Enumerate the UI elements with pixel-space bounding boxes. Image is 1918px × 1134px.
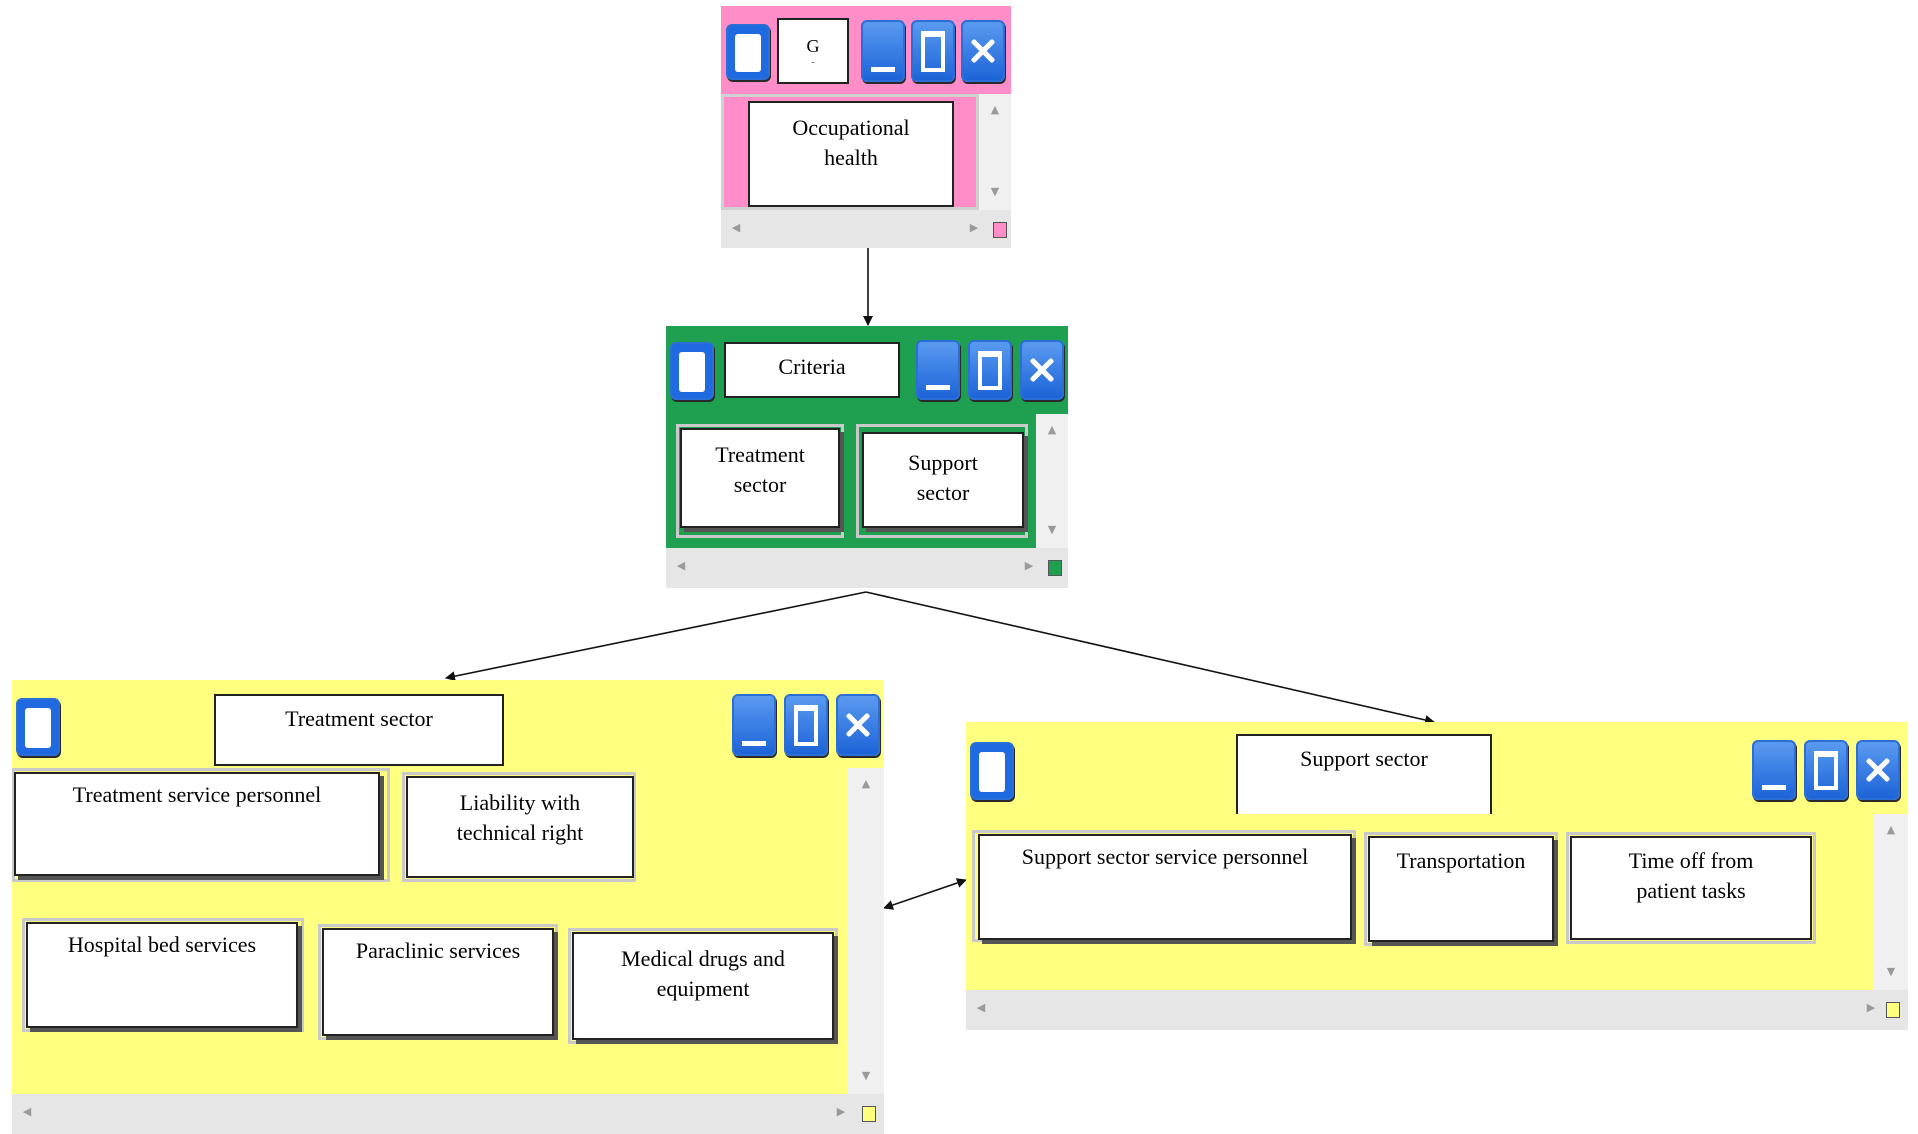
vertical-scrollbar[interactable]: ▲ ▼ <box>1036 414 1068 548</box>
scroll-right-arrow[interactable]: ▶ <box>1024 559 1034 572</box>
window-icon[interactable] <box>670 342 714 400</box>
window-content: Occupational health <box>721 94 979 210</box>
scroll-left-arrow[interactable]: ◀ <box>731 221 741 234</box>
window-title-bar[interactable]: Treatment sector <box>12 680 884 768</box>
node-liability-technical-right[interactable]: Liability with technical right <box>406 776 634 878</box>
scroll-left-arrow[interactable]: ◀ <box>976 1001 986 1014</box>
node-frame <box>12 768 390 882</box>
support-sector-window: Support sector Support sector service pe… <box>966 722 1908 1030</box>
resize-grip[interactable] <box>993 222 1007 238</box>
node-treatment-sector[interactable]: Treatment sector <box>680 428 840 528</box>
node-medical-drugs-equipment[interactable]: Medical drugs and equipment <box>572 932 834 1040</box>
window-title: Criteria <box>778 354 846 379</box>
minimize-icon[interactable] <box>1752 740 1796 800</box>
scroll-up-arrow[interactable]: ▲ <box>990 103 1000 116</box>
minimize-icon[interactable] <box>732 694 776 756</box>
node-frame <box>22 918 304 1032</box>
horizontal-scrollbar[interactable]: ◀ ▶ <box>721 210 1011 248</box>
vertical-scrollbar[interactable]: ▲ ▼ <box>848 768 884 1094</box>
scroll-left-arrow[interactable]: ◀ <box>22 1105 32 1118</box>
arrow-criteria-to-support <box>865 591 1435 725</box>
scroll-up-arrow[interactable]: ▲ <box>861 777 871 790</box>
window-icon[interactable] <box>16 698 60 756</box>
window-title-sub: - <box>811 57 815 68</box>
vertical-scrollbar[interactable]: ▲ ▼ <box>979 94 1011 210</box>
window-icon[interactable] <box>970 742 1014 800</box>
node-frame <box>972 830 1356 942</box>
scroll-up-arrow[interactable]: ▲ <box>1886 823 1896 836</box>
close-icon[interactable] <box>836 694 880 756</box>
scroll-right-arrow[interactable]: ▶ <box>1866 1001 1876 1014</box>
maximize-icon[interactable] <box>968 340 1012 400</box>
window-title: Support sector <box>1300 746 1428 771</box>
vertical-scrollbar[interactable]: ▲ ▼ <box>1874 814 1908 990</box>
node-transportation[interactable]: Transportation <box>1368 836 1554 942</box>
scroll-right-arrow[interactable]: ▶ <box>836 1105 846 1118</box>
node-frame <box>676 424 844 538</box>
close-icon[interactable] <box>1856 740 1900 800</box>
window-title-box: G - <box>777 18 849 84</box>
window-title-box: Criteria <box>724 342 900 398</box>
maximize-icon[interactable] <box>784 694 828 756</box>
window-icon[interactable] <box>726 24 770 80</box>
horizontal-scrollbar[interactable]: ◀ ▶ <box>966 990 1908 1030</box>
scroll-up-arrow[interactable]: ▲ <box>1047 423 1057 436</box>
arrow-treatment-support-link <box>883 878 967 910</box>
occupational-health-window: G - Occupational health ▲ ▼ ◀ ▶ <box>721 6 1011 248</box>
scroll-down-arrow[interactable]: ▼ <box>861 1069 871 1082</box>
node-support-sector-service-personnel[interactable]: Support sector service personnel <box>978 834 1352 940</box>
window-content: Treatment sector Support sector <box>666 414 1036 548</box>
window-title-bar[interactable]: Criteria <box>666 326 1068 414</box>
close-icon[interactable] <box>961 20 1005 82</box>
window-content: Treatment service personnel Liability wi… <box>12 768 848 1094</box>
resize-grip[interactable] <box>862 1106 876 1122</box>
node-frame <box>402 772 636 882</box>
node-time-off-patient-tasks[interactable]: Time off from patient tasks <box>1570 836 1812 940</box>
node-frame <box>568 928 838 1044</box>
window-title: Treatment sector <box>285 706 433 731</box>
node-frame <box>318 924 558 1040</box>
node-treatment-service-personnel[interactable]: Treatment service personnel <box>14 772 380 876</box>
resize-grip[interactable] <box>1886 1002 1900 1018</box>
minimize-icon[interactable] <box>861 20 905 82</box>
scroll-down-arrow[interactable]: ▼ <box>1886 965 1896 978</box>
minimize-icon[interactable] <box>916 340 960 400</box>
node-frame <box>1566 832 1816 944</box>
criteria-window: Criteria Treatment sector Support sector… <box>666 326 1068 592</box>
arrow-criteria-to-treatment <box>445 591 867 682</box>
window-title-bar[interactable]: Support sector <box>966 722 1908 820</box>
window-title-bar[interactable]: G - <box>721 6 1011 94</box>
window-title-box: Treatment sector <box>214 694 504 766</box>
horizontal-scrollbar[interactable]: ◀ ▶ <box>12 1094 884 1134</box>
close-icon[interactable] <box>1020 340 1064 400</box>
window-content: Support sector service personnel Transpo… <box>966 814 1874 990</box>
scroll-left-arrow[interactable]: ◀ <box>676 559 686 572</box>
scroll-down-arrow[interactable]: ▼ <box>990 185 1000 198</box>
node-frame <box>1364 832 1558 946</box>
resize-grip[interactable] <box>1048 560 1062 576</box>
node-support-sector[interactable]: Support sector <box>862 432 1024 528</box>
treatment-sector-window: Treatment sector Treatment service perso… <box>12 680 884 1134</box>
node-hospital-bed-services[interactable]: Hospital bed services <box>26 922 298 1028</box>
scroll-down-arrow[interactable]: ▼ <box>1047 523 1057 536</box>
horizontal-scrollbar[interactable]: ◀ ▶ <box>666 548 1068 588</box>
maximize-icon[interactable] <box>1804 740 1848 800</box>
node-paraclinic-services[interactable]: Paraclinic services <box>322 928 554 1036</box>
window-title-box: Support sector <box>1236 734 1492 820</box>
node-occupational-health[interactable]: Occupational health <box>748 101 954 207</box>
scroll-right-arrow[interactable]: ▶ <box>969 221 979 234</box>
window-title: G <box>806 36 820 56</box>
maximize-icon[interactable] <box>911 20 955 82</box>
node-frame <box>856 424 1028 538</box>
